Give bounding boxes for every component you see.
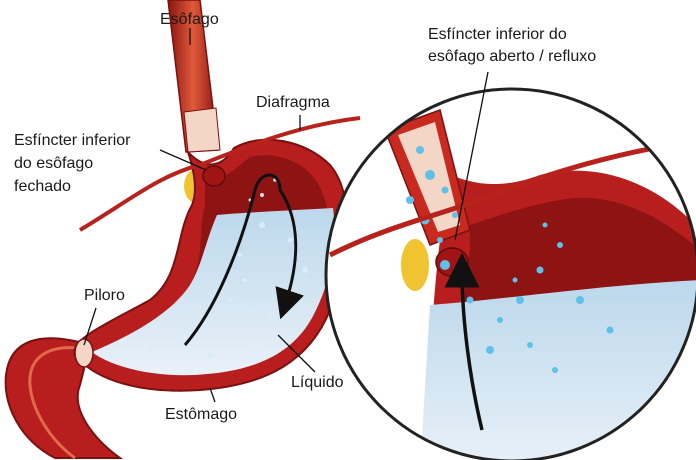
label-liquido: Líquido — [291, 374, 344, 391]
label-esfincter-aberto-line1: Esfíncter inferior do — [428, 26, 567, 43]
stomach — [4, 138, 349, 460]
label-piloro: Piloro — [84, 287, 125, 304]
label-estomago: Estômago — [165, 406, 238, 423]
leader-lines — [83, 28, 489, 403]
label-esfincter-fechado-line2: do esôfago — [14, 155, 94, 172]
label-esfincter-fechado-line1: Esfíncter inferior — [14, 132, 131, 149]
label-esfincter-aberto-line2: esôfago aberto / refluxo — [428, 48, 597, 65]
label-esofago: Esôfago — [160, 11, 219, 28]
label-diafragma: Diafragma — [256, 94, 330, 111]
magnified-view — [324, 87, 696, 460]
label-esfincter-fechado-line3: fechado — [14, 178, 71, 195]
esophagus — [167, 0, 221, 153]
diaphragm-left — [78, 116, 361, 232]
